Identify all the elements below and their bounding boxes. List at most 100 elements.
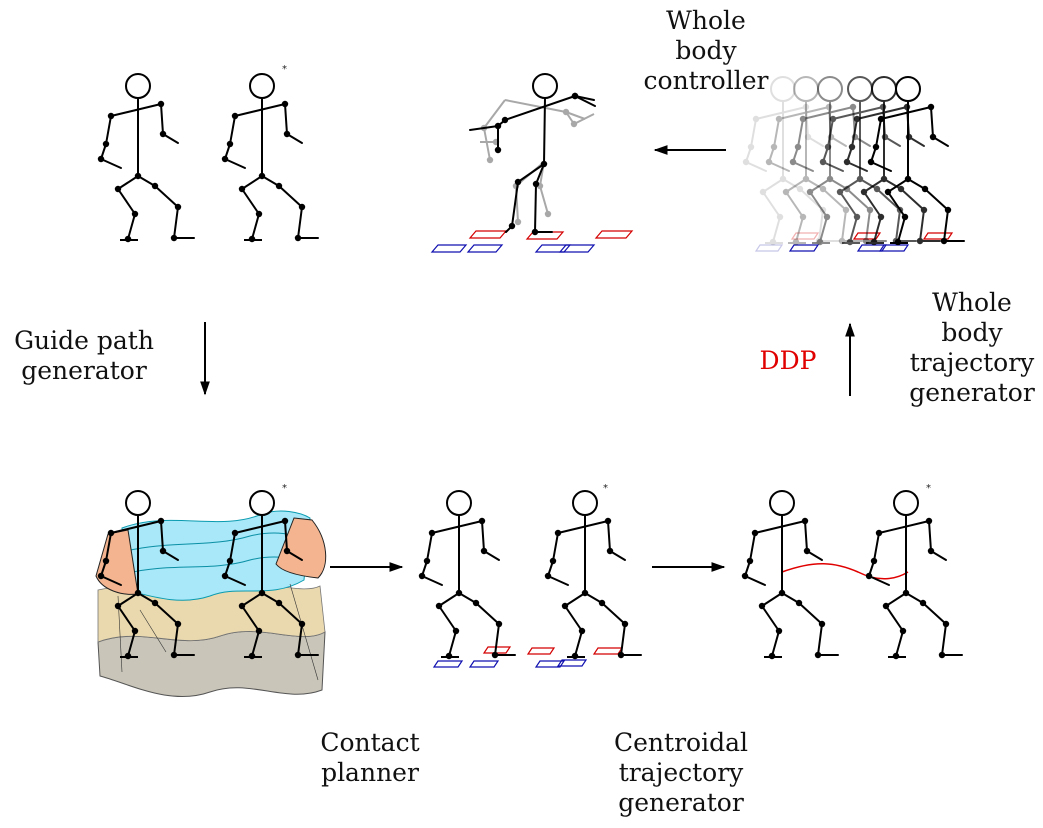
shadow-segment xyxy=(539,185,549,215)
joint-dot xyxy=(894,238,902,246)
limb-segment xyxy=(564,605,583,632)
goal-marker-1: * xyxy=(282,64,287,75)
limb-segment xyxy=(749,532,756,562)
limb-segment xyxy=(534,183,537,233)
limb-segment xyxy=(768,161,790,172)
limb-segment xyxy=(846,161,868,172)
joint-dot xyxy=(940,237,948,245)
joint-dot xyxy=(606,547,614,555)
joint-dot xyxy=(942,620,950,628)
joint-dot xyxy=(97,155,105,163)
limb-segment xyxy=(261,175,280,187)
joint-dot xyxy=(944,206,952,214)
limb-segment xyxy=(224,575,246,586)
limb-segment xyxy=(297,623,303,656)
joint-dot xyxy=(842,206,850,214)
joint-dot xyxy=(124,235,132,243)
limb-segment xyxy=(849,216,858,243)
limb-segment xyxy=(127,213,136,240)
limb-segment xyxy=(426,532,433,562)
joint-dot xyxy=(281,517,289,525)
shadow-joint-dot xyxy=(514,218,522,226)
joint-dot xyxy=(445,652,453,660)
joint-dot xyxy=(819,206,827,214)
joint-dot xyxy=(226,140,234,148)
figure-guide-goal xyxy=(221,490,319,660)
limb-segment xyxy=(547,575,569,586)
limb-segment xyxy=(481,520,485,552)
figure-guide-start xyxy=(97,490,195,660)
joint-dot xyxy=(802,175,810,183)
limb-segment xyxy=(241,592,263,607)
goal-marker-4: * xyxy=(926,483,931,494)
joint-dot xyxy=(829,115,837,123)
limb-segment xyxy=(110,520,162,534)
joint-dot xyxy=(901,213,909,221)
joint-dot xyxy=(561,602,569,610)
limb-segment xyxy=(895,209,901,242)
joint-dot xyxy=(819,158,827,166)
head-icon xyxy=(249,73,275,99)
limb-segment xyxy=(875,118,882,148)
limb-segment xyxy=(535,163,545,185)
limb-segment xyxy=(117,175,139,190)
joint-dot xyxy=(540,160,548,168)
limb-segment xyxy=(819,216,828,243)
joint-dot xyxy=(283,547,291,555)
limb-segment xyxy=(564,592,586,607)
limb-segment xyxy=(438,605,457,632)
shadow-joint-dot xyxy=(486,156,494,164)
joint-dot xyxy=(157,517,165,525)
goal-marker-3: * xyxy=(603,483,608,494)
label-contact-planner: Contact planner xyxy=(320,728,420,787)
joint-dot xyxy=(571,92,579,100)
limb-segment xyxy=(887,178,909,193)
limb-segment xyxy=(802,106,854,120)
limb-segment xyxy=(100,575,122,586)
limb-segment xyxy=(830,136,847,147)
joint-dot xyxy=(514,178,522,186)
joint-dot xyxy=(97,572,105,580)
head-icon xyxy=(532,73,558,99)
joint-dot xyxy=(860,188,868,196)
joint-dot xyxy=(804,133,812,141)
limb-segment xyxy=(173,206,179,239)
joint-dot xyxy=(782,188,790,196)
limb-segment xyxy=(251,630,260,657)
limb-segment xyxy=(744,575,766,586)
limb-segment xyxy=(863,191,882,218)
limb-segment xyxy=(154,185,179,208)
limb-segment xyxy=(494,623,500,656)
head-icon xyxy=(817,76,843,102)
head-icon xyxy=(572,490,598,516)
joint-dot xyxy=(825,103,833,111)
joint-dot xyxy=(255,627,263,635)
joint-dot xyxy=(221,572,229,580)
joint-dot xyxy=(275,182,283,190)
shadow-segment xyxy=(504,99,567,113)
joint-dot xyxy=(435,602,443,610)
joint-dot xyxy=(867,158,875,166)
joint-dot xyxy=(174,203,182,211)
contact-footprints-controller xyxy=(430,230,634,253)
centroidal-trajectory-curve xyxy=(781,563,909,580)
limb-segment xyxy=(809,178,831,193)
joint-dot xyxy=(806,188,814,196)
limb-segment xyxy=(880,106,932,120)
joint-dot xyxy=(480,547,488,555)
limb-segment xyxy=(469,125,499,131)
limb-segment xyxy=(229,532,236,562)
limb-segment xyxy=(584,592,603,604)
limb-segment xyxy=(574,630,583,657)
joint-dot xyxy=(819,185,827,193)
joint-dot xyxy=(899,627,907,635)
joint-dot xyxy=(621,620,629,628)
joint-dot xyxy=(892,652,900,660)
head-icon xyxy=(871,76,897,102)
joint-dot xyxy=(617,651,625,659)
joint-dot xyxy=(549,557,557,565)
label-whole-body-controller: Whole body controller xyxy=(643,6,769,95)
limb-segment xyxy=(870,161,892,172)
joint-dot xyxy=(929,133,937,141)
joint-dot xyxy=(275,599,283,607)
